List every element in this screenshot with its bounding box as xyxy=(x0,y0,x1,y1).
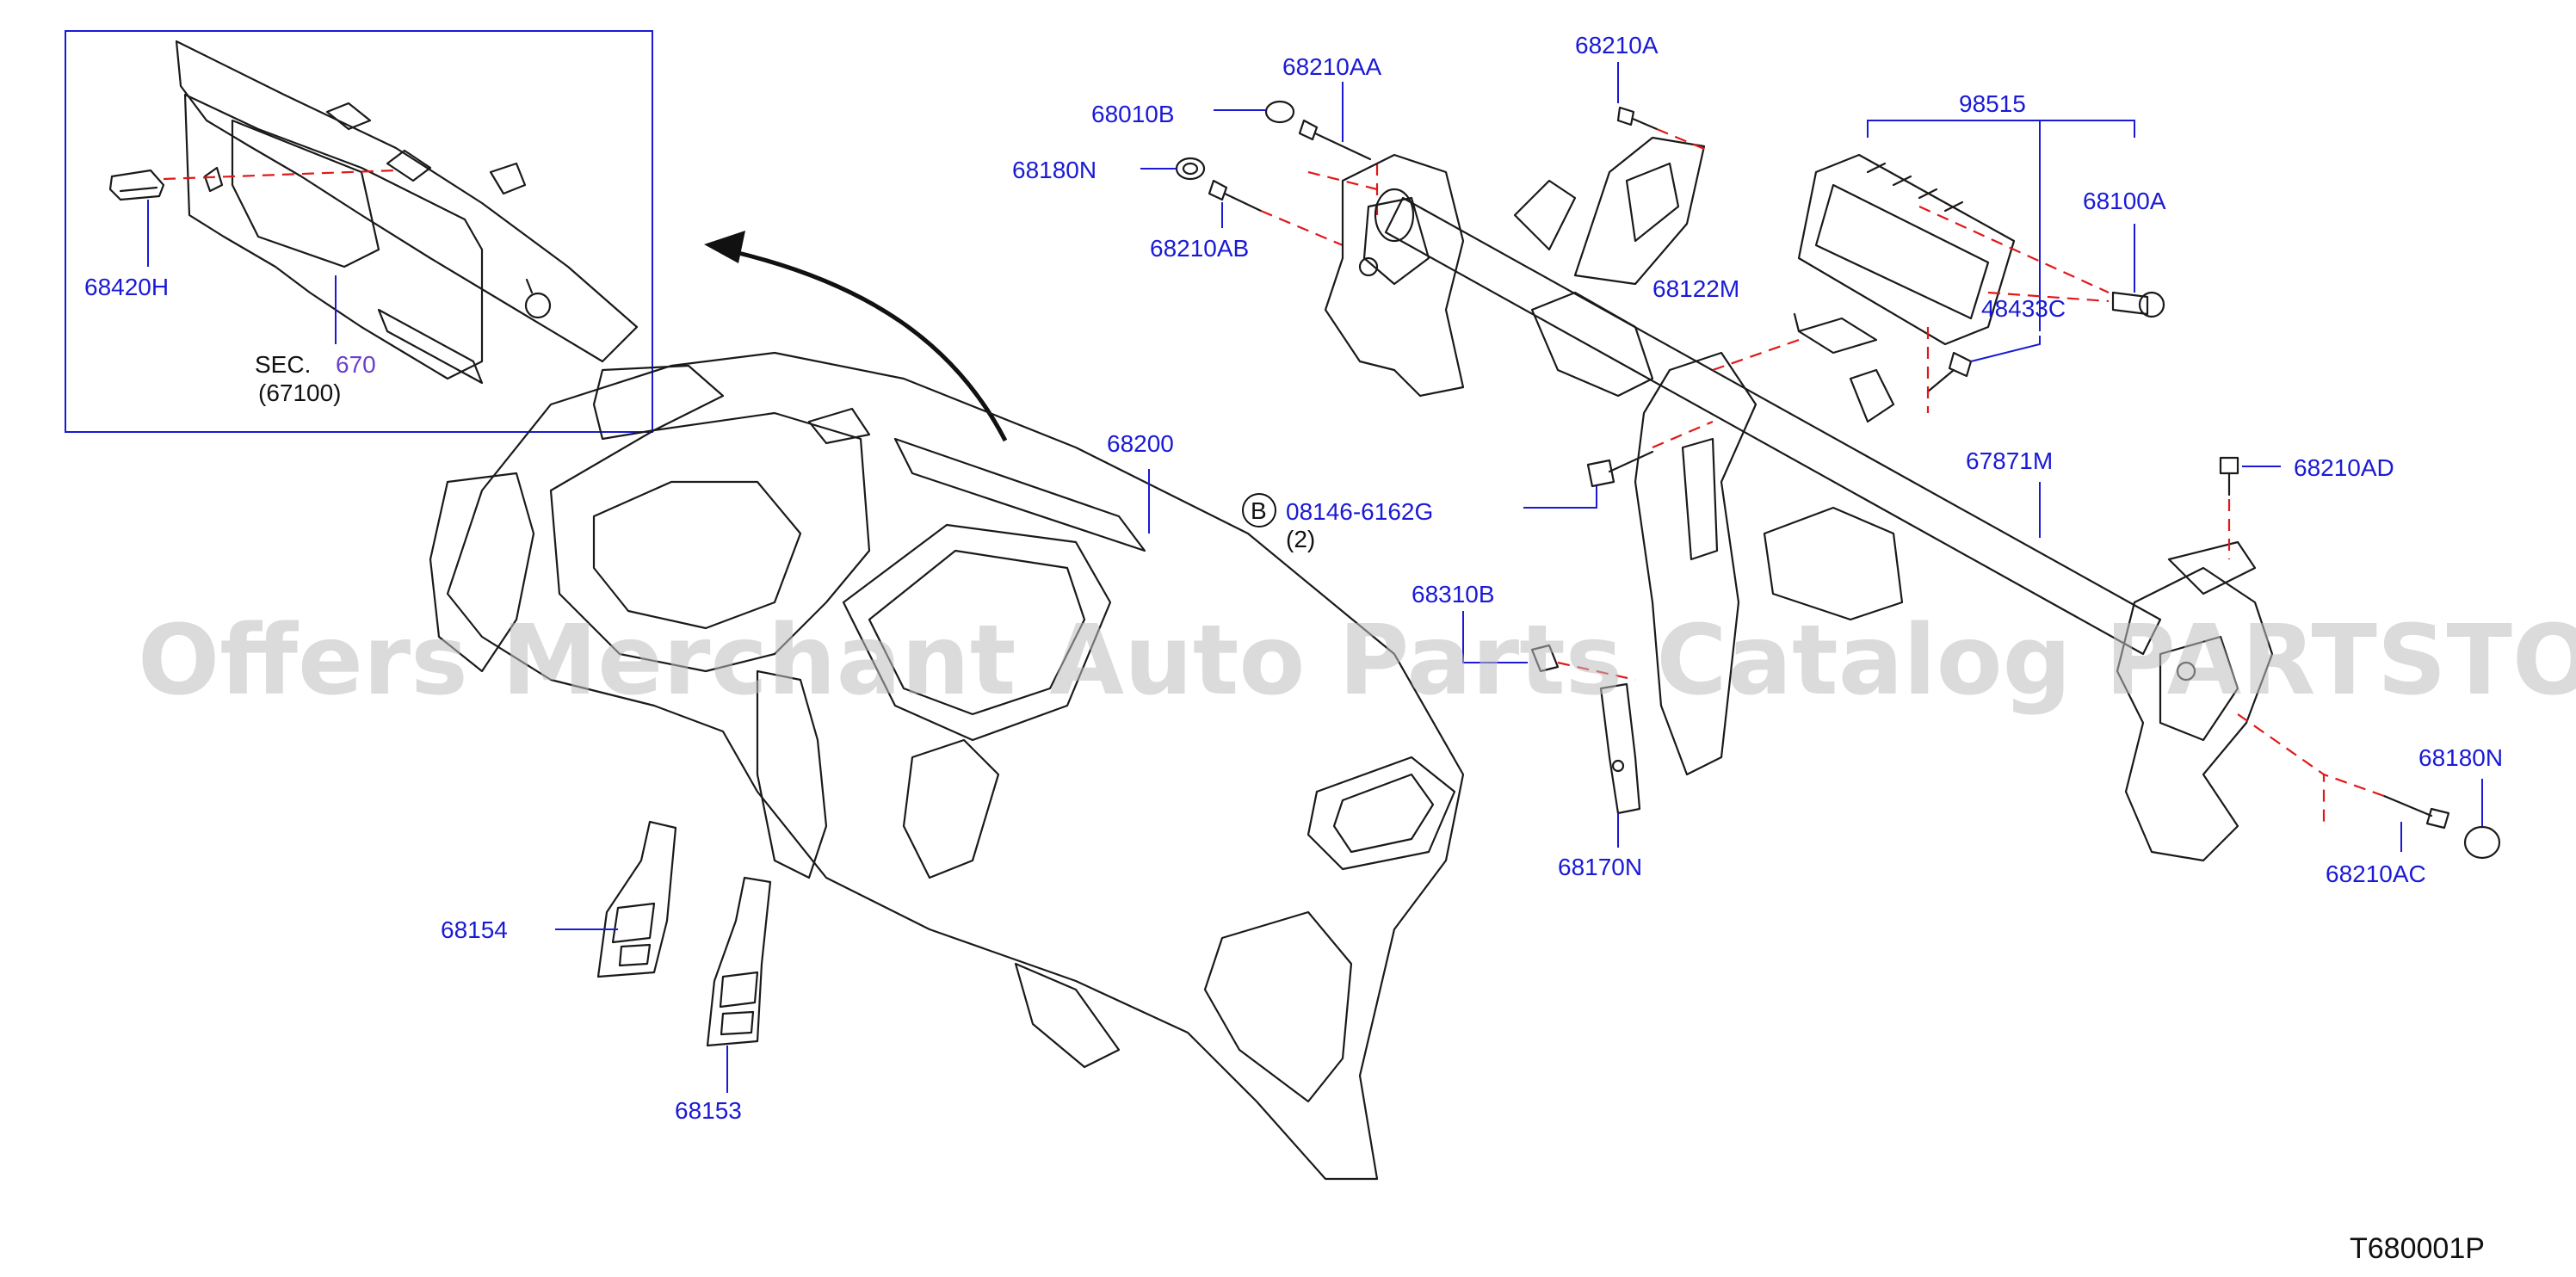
label-68153: 68153 xyxy=(675,1097,742,1124)
stay-68170N: 68170N xyxy=(1558,813,1642,880)
label-sec: SEC. xyxy=(255,351,311,378)
label-68170N: 68170N xyxy=(1558,854,1642,880)
label-68210A: 68210A xyxy=(1575,32,1659,59)
label-68420H: 68420H xyxy=(84,274,169,300)
diagram-code: T680001P xyxy=(2350,1232,2485,1265)
bolt-circle-marker: B xyxy=(1251,497,1267,524)
bracket-68153: 68153 xyxy=(675,876,772,1124)
label-68010B: 68010B xyxy=(1091,101,1175,127)
label-67871M: 67871M xyxy=(1966,447,2053,474)
label-68154: 68154 xyxy=(441,916,508,943)
label-68310B: 68310B xyxy=(1412,581,1495,608)
fasteners-right: 68180N 68210AC xyxy=(2237,713,2503,887)
clip-68122M: 68122M xyxy=(1652,275,1878,372)
label-68122M: 68122M xyxy=(1652,275,1739,302)
inset-detail: 68420H SEC. 670 (67100) xyxy=(65,30,653,433)
bolt-68210AD: 68210AD xyxy=(2219,454,2394,559)
bolt-08146-6162G: B 08146-6162G (2) xyxy=(1242,420,1714,552)
label-68100A: 68100A xyxy=(2083,188,2166,214)
label-68210AD: 68210AD xyxy=(2294,454,2394,481)
label-68210AC: 68210AC xyxy=(2326,861,2426,887)
instrument-panel-68200: 68200 xyxy=(429,351,1465,1181)
fasteners-left: 68010B 68180N 68210AA 68210AB xyxy=(1012,53,1382,262)
label-sec-number[interactable]: 670 xyxy=(336,351,376,378)
bolt-68210A: 68210A xyxy=(1575,32,1709,152)
airbag-module-98515: 98515 xyxy=(1797,90,2135,346)
clip-68310B: 68310B xyxy=(1412,581,1636,682)
pointer-arrow xyxy=(704,231,1008,442)
label-68210AB: 68210AB xyxy=(1150,235,1249,262)
label-68180N-top: 68180N xyxy=(1012,157,1096,183)
label-08146-6162G: 08146-6162G xyxy=(1286,498,1433,525)
watermark: Offers Merchant Auto Parts Catalog PARTS… xyxy=(138,605,2576,717)
label-98515: 98515 xyxy=(1959,90,2026,117)
bracket-68154: 68154 xyxy=(441,820,677,978)
steering-member-67871M: 67871M xyxy=(1324,136,2274,862)
bolt-48433C: 48433C xyxy=(1926,295,2066,413)
label-68200: 68200 xyxy=(1107,430,1174,457)
label-68180N-right: 68180N xyxy=(2418,744,2503,771)
label-08146-qty: (2) xyxy=(1286,526,1315,552)
label-sec-ref: (67100) xyxy=(258,379,342,406)
label-48433C: 48433C xyxy=(1981,295,2066,322)
label-68210AA: 68210AA xyxy=(1282,53,1382,80)
screw-68100A: 68100A xyxy=(2083,188,2166,318)
